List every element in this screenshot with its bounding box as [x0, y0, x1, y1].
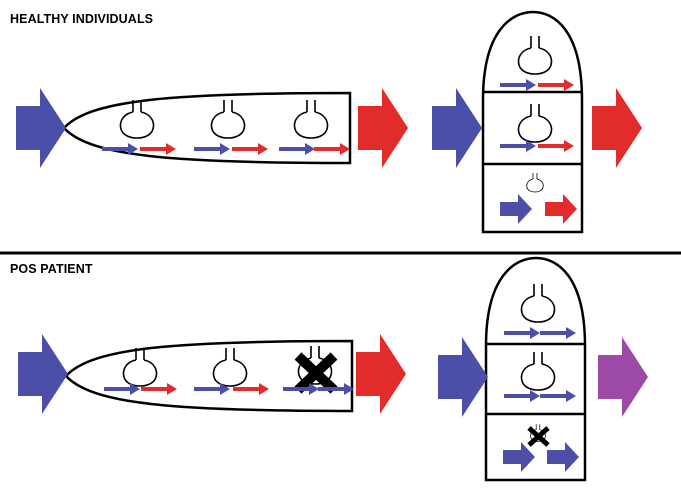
inflow-arrow-healthy-tube: [16, 88, 66, 168]
panel-title-healthy: HEALTHY INDIVIDUALS: [10, 12, 154, 26]
inflow-arrow-pos-capsule: [438, 337, 488, 417]
panel-title-pos: POS PATIENT: [10, 262, 93, 276]
outflow-arrow-pos-tube: [356, 334, 406, 414]
outflow-arrow-pos-capsule: [598, 337, 648, 417]
outflow-arrow-healthy-capsule: [592, 88, 642, 168]
outflow-arrow-healthy-tube: [358, 88, 408, 168]
tube-pos: [64, 339, 354, 413]
x-blocked-small-cell-icon: [527, 423, 550, 447]
x-blocked-cell-icon: [294, 345, 338, 394]
inflow-arrow-healthy-capsule: [432, 88, 482, 168]
inflow-arrow-pos-tube: [18, 334, 68, 414]
